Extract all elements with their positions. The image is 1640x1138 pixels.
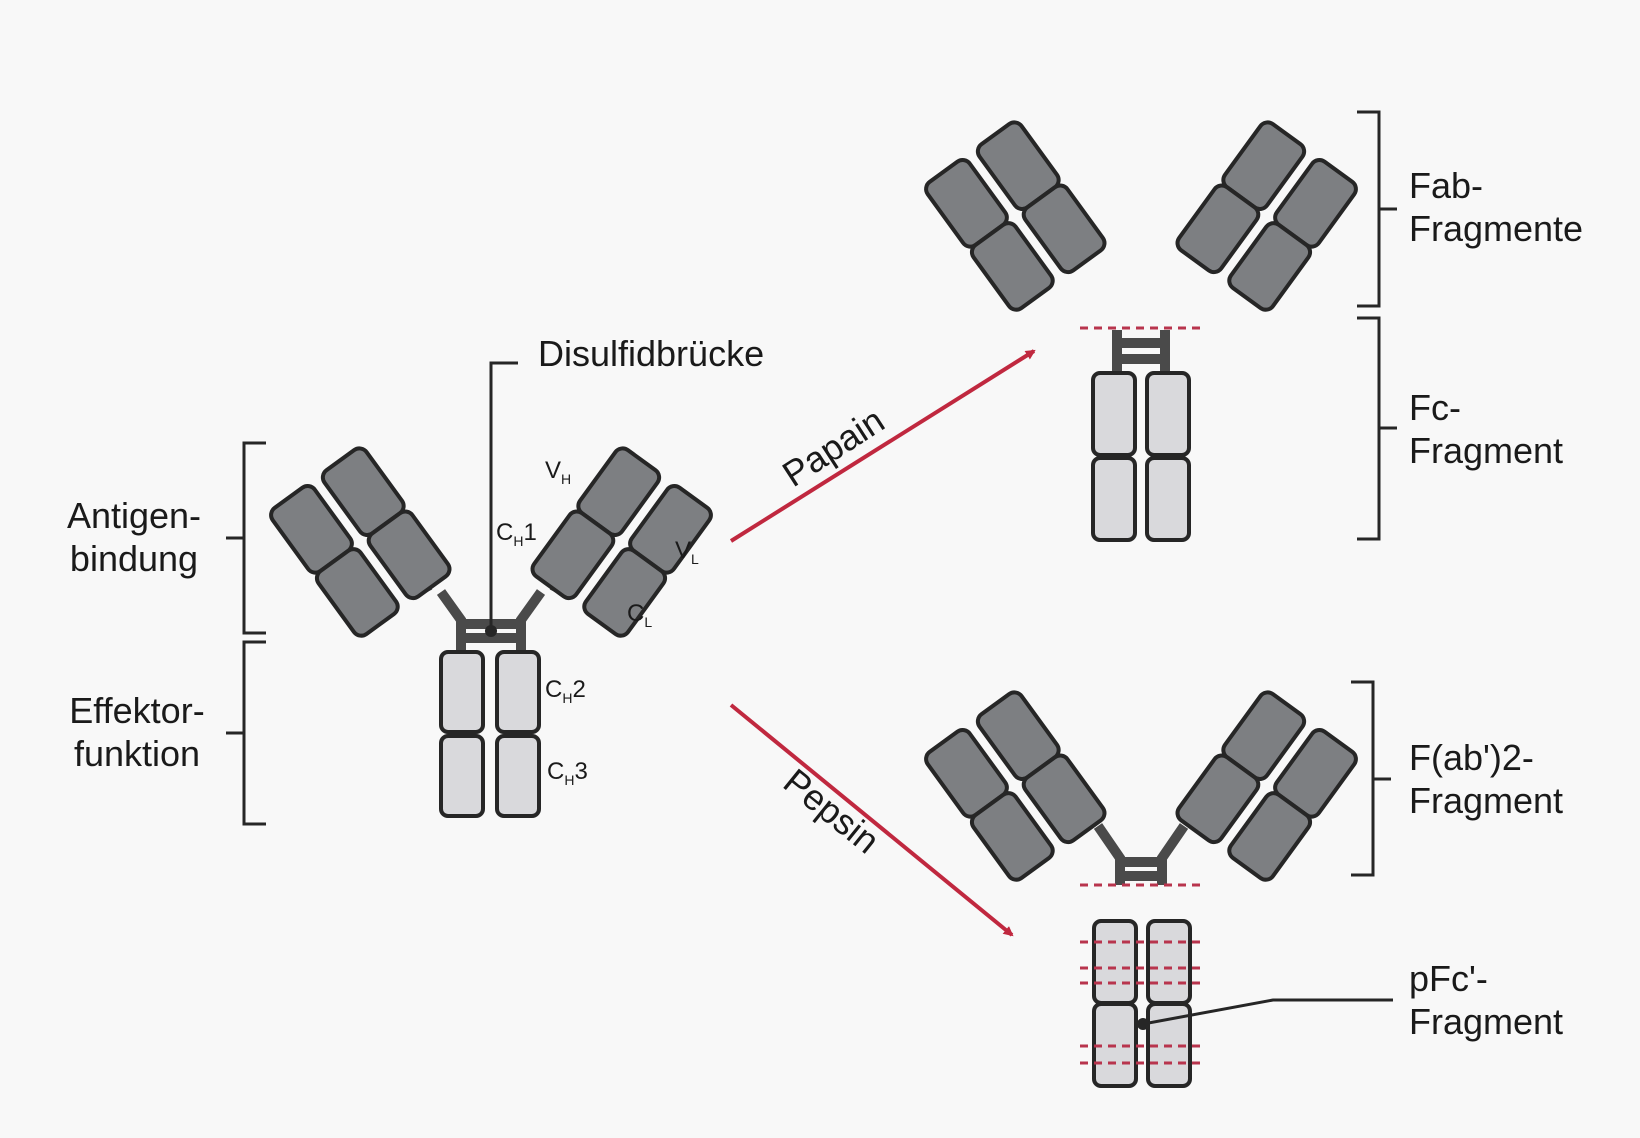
left-fab-arm <box>269 446 452 638</box>
ch2-domain <box>495 650 541 734</box>
ch3-domain <box>495 734 541 818</box>
pfc-label-2: Fragment <box>1409 1001 1563 1042</box>
fab-bracket <box>1357 110 1381 308</box>
cleavage-lines <box>1080 940 1205 1065</box>
right-fab-arm <box>530 446 713 638</box>
fab-label-2: Fragmente <box>1409 208 1583 249</box>
ch3-domain <box>439 734 485 818</box>
cl-label: CL <box>627 600 652 630</box>
ch1-label: CH1 <box>496 519 537 549</box>
disulfide-callout <box>485 361 518 637</box>
fc-bracket <box>1357 316 1381 541</box>
ch2-domain <box>439 650 485 734</box>
heavy-chain-domain <box>366 509 452 601</box>
right-brackets <box>1351 110 1397 877</box>
fab-fragment-left <box>924 120 1107 312</box>
light-chain-domain <box>582 547 668 638</box>
light-chain-domain <box>314 547 400 638</box>
fab2-label-1: F(ab')2- <box>1409 737 1534 778</box>
antigen-bracket <box>242 441 266 635</box>
antigen-binding-label-1: Antigen- <box>67 495 201 536</box>
vl-label: VL <box>675 537 699 567</box>
disulfide-label: Disulfidbrücke <box>538 333 764 374</box>
fab-label-1: Fab- <box>1409 165 1483 206</box>
vh-label: VH <box>545 457 571 487</box>
ch2-label: CH2 <box>545 676 586 706</box>
ch3-label: CH3 <box>547 758 588 788</box>
pfc-label-1: pFc'- <box>1409 958 1488 999</box>
fab2-label-2: Fragment <box>1409 780 1563 821</box>
intact-antibody: VH CH1 VL CL CH2 CH3 <box>269 361 713 818</box>
fc-label-1: Fc- <box>1409 387 1461 428</box>
papain-arrow: Papain <box>729 349 1036 543</box>
fc-fragment <box>1080 326 1202 542</box>
fc-label-2: Fragment <box>1409 430 1563 471</box>
fab2-fragment <box>924 690 1358 887</box>
antigen-binding-label-2: bindung <box>70 538 198 579</box>
effector-label-2: funktion <box>74 733 200 774</box>
fc-stem <box>439 650 541 818</box>
effector-label-1: Effektor- <box>69 690 204 731</box>
fab-fragment-right <box>1175 120 1358 312</box>
fab-fragments <box>924 120 1358 312</box>
fab2-bracket <box>1351 680 1375 877</box>
pfc-fragment <box>1080 919 1393 1088</box>
left-brackets <box>226 441 266 826</box>
effector-bracket <box>242 640 266 826</box>
papain-label: Papain <box>775 399 891 494</box>
pepsin-label: Pepsin <box>776 760 887 861</box>
heavy-chain-domain <box>530 509 616 601</box>
